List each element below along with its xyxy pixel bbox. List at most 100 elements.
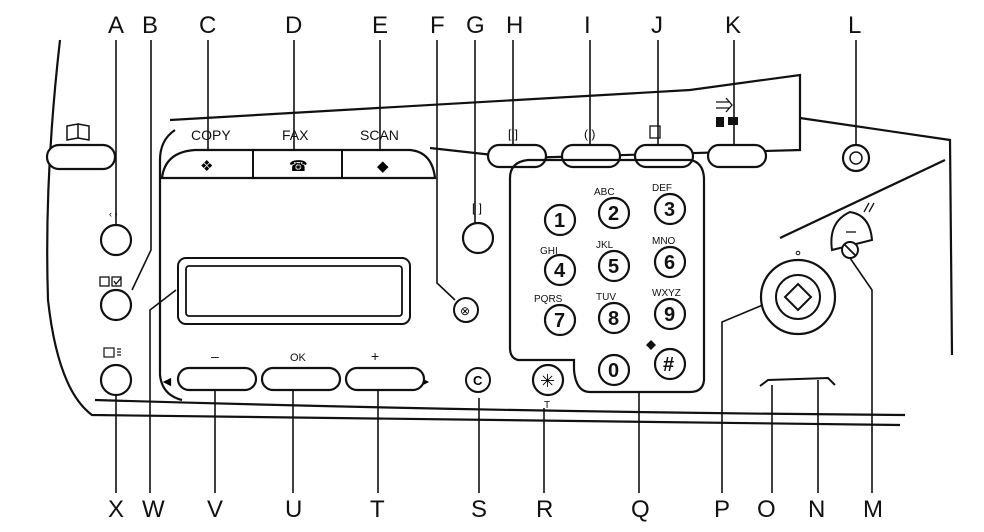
button-I[interactable]: ( )	[560, 127, 622, 169]
callout-T: T	[370, 496, 385, 523]
keypad-key-2[interactable]: ABC 2	[594, 187, 631, 230]
plus-label: +	[371, 348, 379, 364]
bracket-icon: [ ]	[508, 127, 518, 141]
top-callouts: A B C D E F G H I J K L	[108, 12, 861, 39]
mode-label-fax: FAX	[282, 127, 309, 143]
callout-J: J	[651, 12, 663, 39]
keypad-key-5[interactable]: JKL 5	[596, 240, 631, 283]
keypad-frame	[508, 158, 706, 394]
ok-button[interactable]	[260, 366, 342, 392]
callout-Q: Q	[631, 496, 650, 523]
keypad-key-7[interactable]: PQRS 7	[534, 294, 577, 337]
copy-icon: ❖	[200, 158, 213, 175]
clear-key-label: C	[473, 373, 483, 388]
scan-icon: ◆	[377, 158, 389, 175]
callout-R: R	[536, 496, 553, 523]
star-key-label: ✳	[540, 371, 555, 391]
callout-V: V	[207, 496, 223, 523]
minus-label: –	[211, 348, 219, 364]
bottom-callouts: X W V U T S R Q P O N M	[108, 496, 883, 523]
start-diamond-icon	[783, 282, 813, 312]
keypad-digit: 4	[554, 260, 566, 282]
keypad-letters: ABC	[594, 187, 615, 198]
mode-button-group	[160, 148, 437, 180]
keypad-key-6[interactable]: MNO 6	[652, 236, 687, 279]
arrows-icon: ‹ ›	[109, 209, 118, 219]
keypad-letters: GHI	[540, 246, 558, 257]
stop-icon	[843, 243, 857, 257]
fax-icon: ☎	[289, 158, 308, 175]
keypad-digit: 8	[608, 308, 619, 330]
keypad-key-8[interactable]: TUV 8	[596, 292, 631, 335]
bottom-leader-lines	[115, 257, 873, 493]
check-icon	[99, 276, 122, 287]
keypad-key-1[interactable]: 1	[543, 203, 577, 237]
callout-G: G	[466, 12, 485, 39]
keypad-digit: 1	[554, 210, 565, 232]
callout-P: P	[714, 496, 730, 523]
two-sided-icon	[716, 117, 738, 127]
keypad-digit: #	[663, 354, 674, 376]
top-leader-lines	[115, 40, 857, 301]
panel-outline	[46, 39, 954, 427]
button-X[interactable]	[99, 347, 133, 397]
parenthesis-icon: ( )	[584, 127, 595, 141]
callout-X: X	[108, 496, 124, 523]
energy-saver-button[interactable]	[841, 143, 871, 173]
minus-button[interactable]	[176, 366, 258, 392]
callout-C: C	[199, 12, 216, 39]
callout-H: H	[506, 12, 523, 39]
callout-L: L	[848, 12, 861, 39]
power-icon	[849, 151, 863, 165]
clear-button[interactable]: C	[465, 367, 491, 393]
callout-D: D	[285, 12, 302, 39]
settings-icon: ⊗	[460, 304, 470, 318]
callout-O: O	[757, 496, 776, 523]
button-J[interactable]	[633, 125, 695, 169]
image-quality-icon	[103, 347, 121, 358]
callout-M: M	[863, 496, 883, 523]
mode-label-scan: SCAN	[360, 127, 399, 143]
callout-B: B	[142, 12, 158, 39]
button-A[interactable]: ‹ ›	[99, 209, 133, 257]
button-F[interactable]: ⊗	[453, 297, 479, 323]
arrow-icon	[716, 97, 733, 113]
keypad-digit: 2	[608, 203, 619, 225]
copy-button[interactable]: ❖	[200, 158, 213, 175]
start-button[interactable]	[759, 250, 837, 336]
address-book-button[interactable]	[45, 123, 117, 171]
left-arrow-icon: ◄	[160, 373, 174, 389]
keypad-key-4[interactable]: GHI 4	[540, 246, 577, 287]
tone-label: T	[544, 400, 550, 411]
stop-button[interactable]	[830, 202, 875, 259]
keypad-digit: 9	[664, 304, 675, 326]
keypad-key-star[interactable]: ✳ T	[531, 363, 565, 411]
callout-S: S	[471, 496, 487, 523]
button-H[interactable]: [ ]	[486, 127, 548, 169]
callout-A: A	[108, 12, 124, 39]
keypad-letters: WXYZ	[652, 288, 681, 299]
callout-F: F	[430, 12, 445, 39]
indicator-lamp	[759, 376, 836, 387]
keypad-letters: DEF	[652, 183, 672, 194]
fax-button[interactable]: ☎	[289, 158, 308, 175]
plus-button[interactable]	[344, 366, 426, 392]
keypad-key-0[interactable]: 0	[597, 353, 631, 387]
lcd-display	[177, 257, 411, 325]
button-K[interactable]	[706, 97, 768, 169]
callout-K: K	[725, 12, 741, 39]
button-G[interactable]: [ ]	[461, 201, 495, 255]
book-icon	[66, 123, 90, 141]
keypad-key-3[interactable]: DEF 3	[652, 183, 687, 226]
keypad-key-9[interactable]: WXYZ 9	[652, 288, 687, 331]
scan-button[interactable]: ◆	[377, 158, 389, 175]
keypad-digit: 0	[608, 360, 619, 382]
keypad-digit: 5	[608, 256, 619, 278]
keypad-letters: MNO	[652, 236, 676, 247]
callout-W: W	[142, 496, 165, 523]
keypad-digit: 3	[664, 199, 675, 221]
keypad-key-hash[interactable]: #	[646, 340, 687, 381]
button-B[interactable]	[99, 276, 133, 322]
